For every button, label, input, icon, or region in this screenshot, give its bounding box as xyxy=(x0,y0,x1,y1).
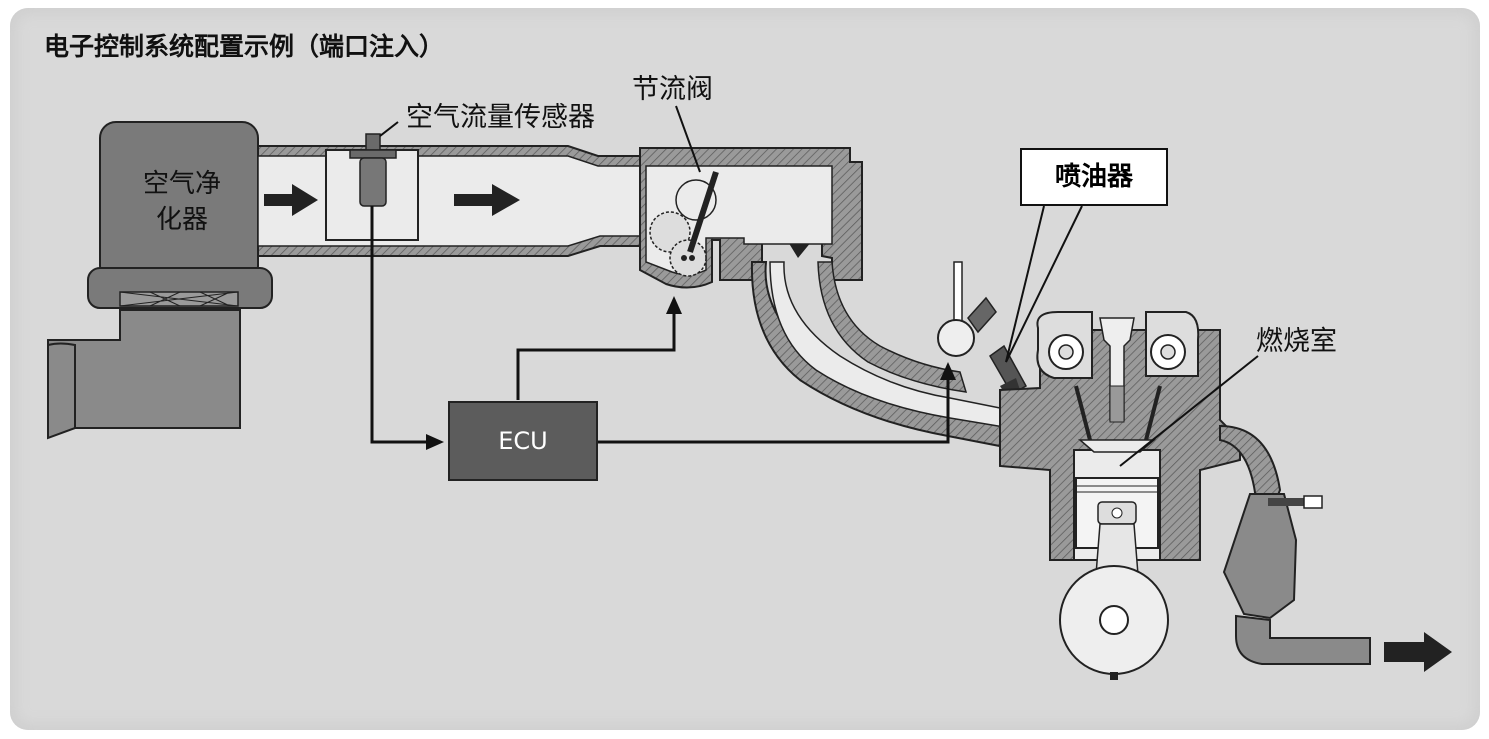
air-cleaner-label: 空气净化器 xyxy=(142,169,221,235)
maf-sensor xyxy=(349,133,397,207)
signal-lines xyxy=(370,206,956,450)
combustion-chamber-label: 燃烧室 xyxy=(1256,326,1337,357)
intake-runner xyxy=(750,261,1011,450)
injector-label: 喷油器 xyxy=(1020,148,1168,206)
valvetrain xyxy=(1036,311,1200,441)
maf-sensor-label: 空气流量传感器 xyxy=(406,102,595,133)
sensor-probe xyxy=(937,261,997,357)
crankshaft xyxy=(1059,565,1169,680)
ecu-label: ECU xyxy=(498,427,548,455)
ecu-box xyxy=(448,401,598,481)
throttle-valve-label: 节流阀 xyxy=(632,74,713,105)
air-cleaner xyxy=(47,121,273,440)
engine-block xyxy=(999,329,1241,601)
exhaust-pipe xyxy=(1219,424,1371,665)
diagram-title: 电子控制系统配置示例（端口注入） xyxy=(44,32,445,61)
callout-lines xyxy=(379,105,1259,467)
throttle-body xyxy=(639,147,863,289)
